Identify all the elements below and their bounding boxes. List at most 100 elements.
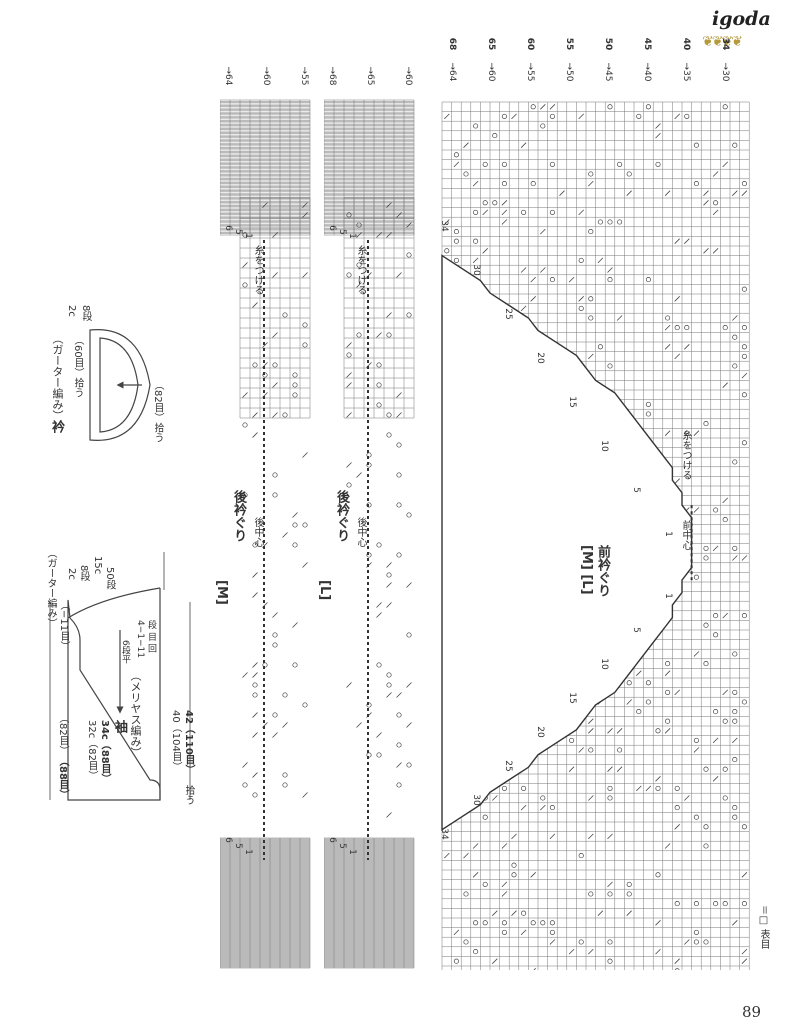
decrease-symbol [674,478,680,484]
yarn-over-symbol [282,692,288,698]
decrease-symbol [732,315,738,321]
yarn-over-symbol [540,920,546,926]
sleeve-pickup-cm-l: 42（110目） [183,710,194,775]
yarn-over-symbol [732,651,738,657]
yarn-over-symbol [741,353,747,359]
decrease-symbol [655,123,661,129]
decrease-symbol [664,843,671,849]
decrease-symbol [626,910,632,916]
decrease-symbol [722,382,728,388]
yarn-over-symbol [252,362,258,368]
decrease-symbol [741,190,748,196]
decrease-symbol [346,412,352,418]
decrease-symbol [376,602,382,608]
collar-title: 衿 [49,420,64,433]
yarn-over-symbol [741,699,747,705]
yarn-over-symbol [272,472,278,478]
yarn-over-symbol [272,642,278,648]
decrease-symbol [501,843,508,849]
decrease-symbol [607,728,613,734]
decrease-symbol [252,592,258,598]
decrease-symbol [549,104,556,110]
decrease-symbol [252,772,258,778]
yarn-over-symbol [346,212,352,218]
sleeve-edge-cm: 2c [66,568,77,580]
decrease-symbol [732,737,738,744]
decrease-symbol [501,200,508,206]
decrease-symbol [616,728,623,734]
yarn-over-symbol [386,432,392,438]
yarn-over-symbol [741,901,747,907]
yarn-over-symbol [282,412,288,418]
yarn-over-symbol [636,113,642,119]
decrease-symbol [607,766,613,772]
decrease-symbol [376,332,382,338]
sleeve-bottom-cm-l: 34c（88目） [99,720,110,784]
yarn-over-symbol [252,692,258,698]
yarn-over-symbol [607,958,613,964]
yarn-over-symbol [272,492,278,498]
decrease-symbol [356,472,362,478]
yarn-over-symbol [578,305,584,311]
yarn-over-symbol [732,805,738,811]
butterfly-decoration-icon: ❦❦❦❦ [702,34,743,50]
decrease-symbol [406,582,412,588]
yarn-over-symbol [473,920,479,926]
sleeve-title: 袖 [112,720,127,733]
center-label-back-l: 後中心 [355,517,366,547]
yarn-over-symbol [588,171,594,177]
decrease-symbol [520,305,527,312]
yarn-over-symbol [626,881,632,887]
collar-schematic [89,329,151,441]
yarn-over-symbol [655,161,661,167]
yarn-over-symbol [693,939,699,945]
column-number-label: →55 [299,67,309,86]
yarn-over-symbol [645,699,651,705]
yarn-over-symbol [292,542,298,548]
decrease-symbol [693,507,700,513]
decrease-symbol [252,412,258,418]
yarn-over-symbol [645,401,651,407]
decrease-symbol [732,190,738,196]
chart-grid-bottom [324,837,415,969]
yarn-over-symbol [406,252,412,258]
yarn-over-symbol [713,200,719,206]
yarn-over-symbol [272,712,278,718]
yarn-over-symbol [674,805,680,811]
decrease-symbol [292,622,298,628]
sleeve-rule-3: 段 目 回 [146,620,156,653]
column-number-label: →55 [525,63,535,82]
row-number-label: 6 [223,225,233,231]
row-number-label: 5 [233,843,243,849]
decrease-symbol [252,662,258,668]
yarn-over-symbol [292,372,298,378]
yarn-over-symbol [242,492,248,498]
row-number-label: 5 [337,843,347,849]
yarn-over-symbol [645,411,651,417]
yarn-over-symbol [386,572,392,578]
yarn-over-symbol [406,512,412,518]
yarn-over-symbol [302,702,308,708]
yarn-over-symbol [406,632,412,638]
decrease-symbol [252,432,258,438]
decrease-symbol [684,238,690,244]
row-number-label: 30 [471,264,481,276]
yarn-over-symbol [376,382,382,388]
yarn-over-symbol [665,315,671,321]
collar-outer: （82目）拾う [152,380,163,443]
decrease-symbol [741,372,748,379]
decrease-symbol [302,792,308,798]
decrease-symbol [741,958,748,964]
decrease-symbol [406,722,412,728]
yarn-over-symbol [617,219,623,225]
row-number-label: 6 [223,837,233,843]
yarn-over-symbol [356,262,362,268]
decrease-symbol [501,891,508,897]
decrease-symbol [386,202,392,208]
yarn-over-symbol [282,782,288,788]
decrease-symbol [588,795,594,801]
decrease-symbol [741,948,748,955]
yarn-over-symbol [732,718,738,724]
yarn-over-symbol [252,682,258,688]
row-number-label: 1 [347,849,357,855]
